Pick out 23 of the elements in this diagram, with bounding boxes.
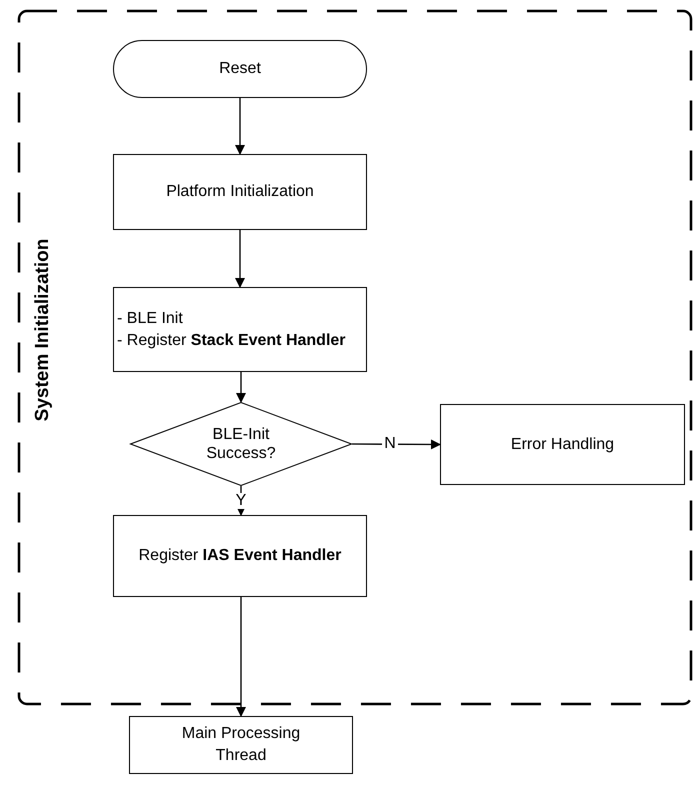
node-label: Main Processing Thread (180, 724, 302, 766)
node-label: Register IAS Event Handler (138, 546, 342, 566)
dashed-group-boundary (18, 10, 692, 705)
node-label: Reset (218, 59, 262, 79)
node-label: BLE-Init Success? (205, 425, 277, 463)
process-box (129, 716, 353, 774)
node-label: Platform Initialization (165, 182, 315, 202)
arrow (235, 230, 245, 288)
process-box (113, 515, 367, 597)
arrow (236, 372, 246, 403)
arrow (235, 98, 245, 155)
arrow (352, 439, 441, 450)
process-box (113, 154, 367, 230)
node-label: - BLE Init (116, 308, 184, 328)
process-box (113, 287, 367, 372)
group-title: System Initialization (32, 238, 54, 422)
decision-diamond (130, 402, 352, 486)
arrow (236, 597, 246, 717)
edge-label: Y (234, 492, 248, 508)
node-label: - Register Stack Event Handler (116, 330, 347, 350)
node-label: Error Handling (510, 434, 616, 454)
terminator-pill (113, 40, 367, 98)
process-box (440, 404, 685, 485)
